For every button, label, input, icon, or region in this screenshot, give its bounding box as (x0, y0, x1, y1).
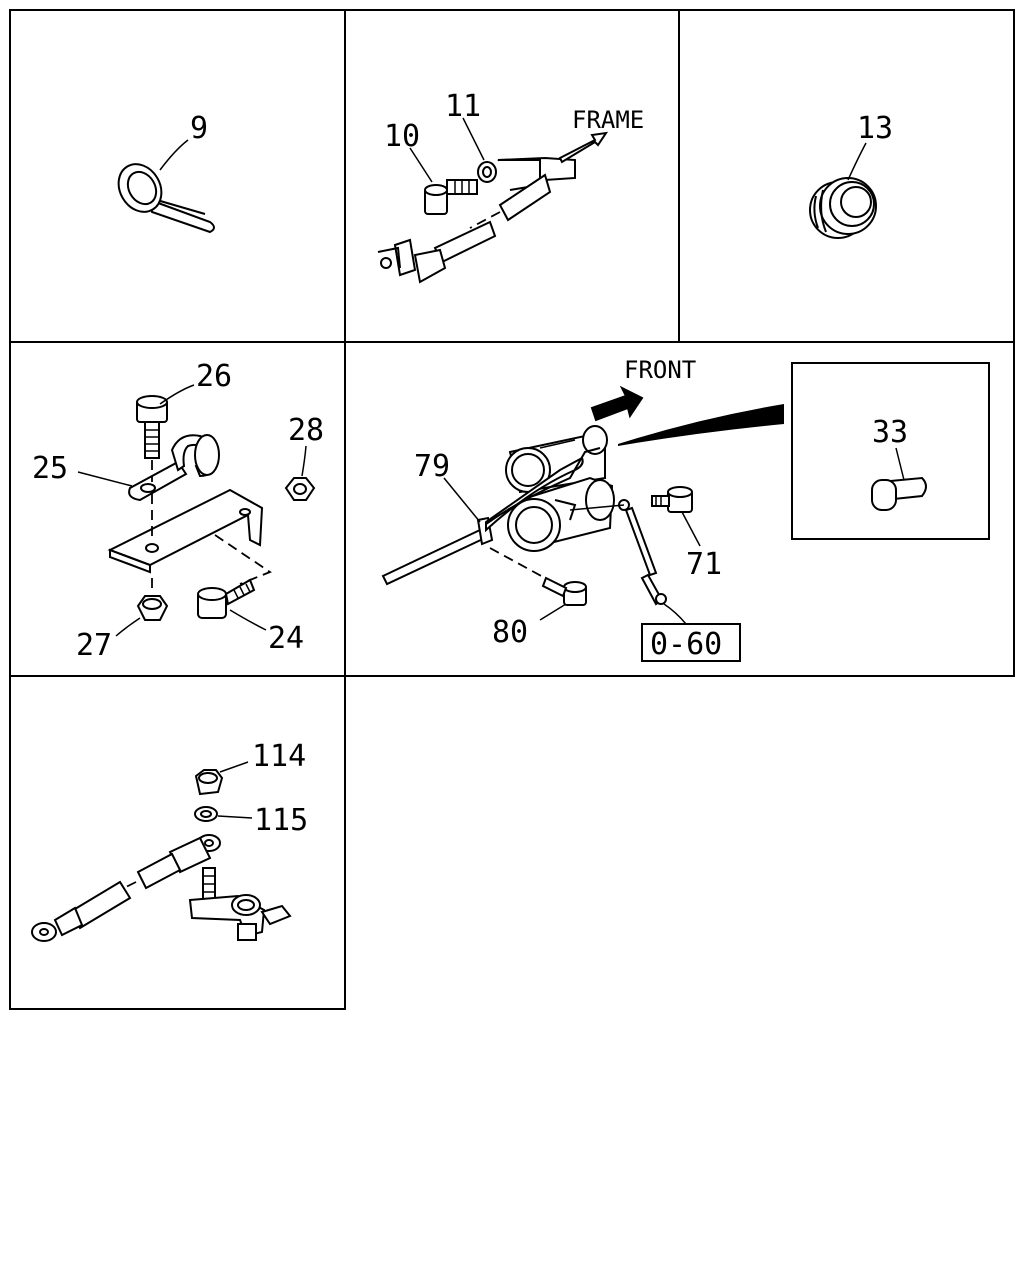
panel-starter-assembly: FRONT 79 (381, 356, 990, 662)
leader-25 (77, 471, 133, 487)
bracket-plate[interactable] (107, 488, 264, 574)
leader-79 (443, 477, 481, 523)
frame-arrow (558, 131, 609, 164)
bolt-part-80[interactable] (541, 576, 587, 606)
label-33: 33 (872, 415, 908, 450)
frame-label: FRAME (572, 106, 644, 134)
bolt-part-24[interactable] (197, 578, 256, 619)
label-10: 10 (384, 119, 420, 154)
bolt-part-26[interactable] (136, 395, 168, 459)
panel-part-13: 13 (809, 111, 893, 239)
washer-part-11[interactable] (477, 161, 497, 183)
washer-part-115[interactable] (194, 806, 218, 822)
label-27: 27 (76, 628, 112, 663)
panel-bracket-assembly: 25 26 28 27 (32, 359, 324, 663)
leader-26 (159, 384, 195, 405)
inset-pointer (618, 404, 784, 446)
leader-114 (219, 761, 249, 773)
label-28: 28 (288, 413, 324, 448)
leader-80 (539, 603, 567, 621)
panel-battery-cable: 114 115 (31, 739, 308, 942)
bolt-part-10[interactable] (424, 179, 478, 215)
ref-label: 0-60 (650, 627, 722, 662)
panel-parts-10-11: 10 11 FRAME (377, 89, 644, 284)
leader-24 (229, 609, 267, 631)
label-115: 115 (254, 803, 308, 838)
clamp-part-25[interactable] (128, 434, 220, 502)
battery-terminal[interactable] (188, 867, 292, 941)
leader-71 (681, 511, 701, 547)
starter-motor[interactable] (505, 425, 615, 552)
leader-115 (217, 815, 253, 819)
leader-13 (847, 142, 867, 181)
battery-cable[interactable] (31, 834, 221, 942)
ground-strap[interactable] (569, 499, 667, 606)
panel-grid (9, 9, 1015, 1010)
front-label: FRONT (624, 356, 696, 384)
leader-0-60 (663, 603, 687, 625)
leader-28 (301, 445, 307, 477)
label-79: 79 (414, 449, 450, 484)
nut-part-114[interactable] (194, 769, 224, 796)
label-71: 71 (686, 547, 722, 582)
bolt-part-71[interactable] (651, 486, 693, 513)
nut-part-28[interactable] (284, 477, 316, 501)
nut-part-27[interactable] (136, 595, 169, 621)
label-26: 26 (196, 359, 232, 394)
ref-box (641, 623, 741, 662)
label-25: 25 (32, 451, 68, 486)
label-114: 114 (252, 739, 306, 774)
leader-9 (159, 139, 189, 171)
grommet-part-13[interactable] (809, 177, 877, 239)
label-13: 13 (857, 111, 893, 146)
ground-cable[interactable] (377, 156, 576, 284)
leader-11 (462, 117, 485, 161)
cap-part-33[interactable] (871, 476, 927, 511)
clip-part-9[interactable] (110, 156, 215, 234)
front-arrow (590, 385, 644, 422)
leader-27 (115, 617, 141, 637)
label-11: 11 (445, 89, 481, 124)
leader-33 (895, 447, 905, 481)
leader-10 (409, 147, 433, 183)
label-9: 9 (190, 111, 208, 146)
panel-part-9: 9 (110, 111, 215, 234)
cable-part-79[interactable] (381, 447, 601, 586)
label-80: 80 (492, 615, 528, 650)
label-24: 24 (268, 621, 304, 656)
inset-box (791, 362, 990, 540)
